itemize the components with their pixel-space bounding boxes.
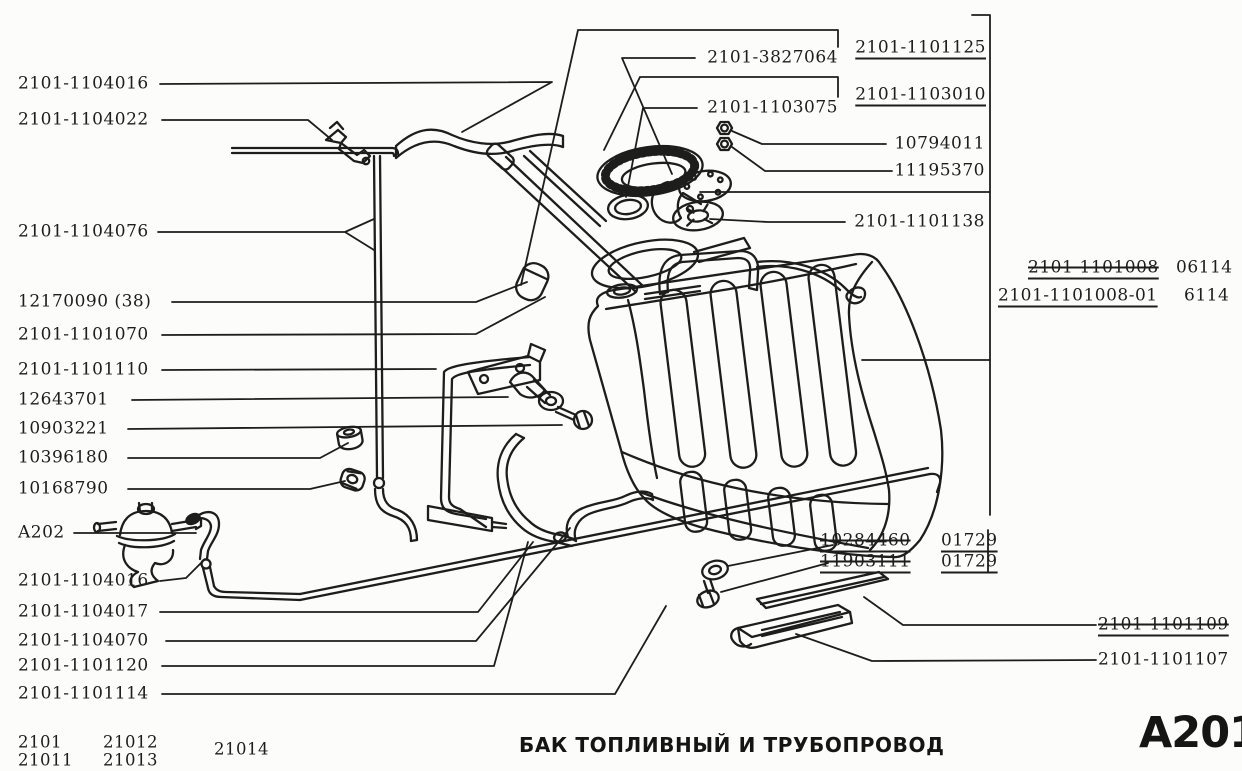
part-label: 2101-1101110 xyxy=(18,359,149,380)
grommet-drawing xyxy=(335,425,364,451)
support-strip-drawing xyxy=(755,570,890,610)
fuel-pump-drawing xyxy=(92,501,203,589)
hose-opening xyxy=(185,512,201,526)
part-label: 2101-1104016 xyxy=(18,73,149,94)
part-label: 2101-1101114 xyxy=(18,683,149,704)
filler-cap-drawing xyxy=(596,144,704,198)
sender-nuts-drawing xyxy=(715,120,734,152)
fuel-pickup-strainer xyxy=(514,261,550,302)
strap-bolt-drawing xyxy=(537,390,594,431)
strap-bracket-drawing xyxy=(466,342,547,396)
model-code: 21014 xyxy=(214,739,269,759)
vent-tube xyxy=(522,149,608,228)
hardware-number: 10284460 xyxy=(820,530,911,551)
part-label: 2101-1101107 xyxy=(1098,649,1229,670)
filler-neck-fitting xyxy=(485,142,515,171)
part-label: 10396180 xyxy=(18,447,109,468)
model-code: 21013 xyxy=(103,750,158,770)
catalog-number: 2101-1101008-01 xyxy=(998,285,1158,306)
vent-pipe-horizontal xyxy=(230,146,394,155)
part-label: 12170090 (38) xyxy=(18,291,152,312)
drawing-title: БАК ТОПЛИВНЫЙ И ТРУБОПРОВОД xyxy=(519,733,945,757)
catalog-code: 6114 xyxy=(1184,285,1230,306)
part-label: 12643701 xyxy=(18,389,109,410)
strap-clamp-drawing xyxy=(508,371,552,405)
part-label: 2101-1101120 xyxy=(18,655,149,676)
fuel-sender-drawing xyxy=(650,169,732,232)
cap-gasket-drawing xyxy=(606,193,650,221)
part-label: 2101-1104022 xyxy=(18,109,149,130)
part-label: 2101-1101070 xyxy=(18,324,149,345)
hardware-code: 01729 xyxy=(941,530,998,551)
part-label: 11195370 xyxy=(894,160,985,181)
sheet-code: A201 xyxy=(1139,708,1242,758)
part-label: 10794011 xyxy=(894,133,985,154)
lower-vent-hose xyxy=(373,487,419,543)
vent-pipe-vertical xyxy=(372,146,400,480)
model-code: 21011 xyxy=(18,750,73,770)
tank-strap-rear-drawing xyxy=(496,432,576,548)
leader-lines xyxy=(73,14,1097,695)
part-label: 2101-1103075 xyxy=(707,97,838,118)
bolt-drawing xyxy=(696,577,720,609)
part-label: 2101-3827064 xyxy=(707,47,838,68)
pipe-end-ball xyxy=(372,476,386,490)
part-label: 2101-1104076 xyxy=(18,221,149,242)
filler-vent-hose xyxy=(394,128,565,160)
part-label: 10168790 xyxy=(18,478,109,499)
part-label: 2101-1104017 xyxy=(18,601,149,622)
part-label: 2101-1104070 xyxy=(18,630,149,651)
fuel-pipe-drawing xyxy=(200,466,942,602)
part-label: 2101-1103010 xyxy=(855,84,986,105)
model-code: 2101 xyxy=(18,732,62,752)
hardware-number: 11903111 xyxy=(820,551,911,572)
part-label: 2101-1101138 xyxy=(854,211,985,232)
part-label: 2101-1101109 xyxy=(1098,614,1229,635)
fuel-tank-drawing xyxy=(587,249,944,559)
part-label: 2101-1104016 xyxy=(18,570,149,591)
part-label: 10903221 xyxy=(18,418,109,439)
vent-valve-drawing xyxy=(324,120,372,166)
part-label: A202 xyxy=(18,522,65,543)
support-channel-drawing xyxy=(730,603,854,649)
tank-strap-front-drawing xyxy=(426,355,532,533)
part-label: 2101-1101125 xyxy=(855,37,986,58)
catalog-code: 06114 xyxy=(1176,257,1233,278)
part-drawings xyxy=(92,120,944,649)
tank-outlet-hose-drawing xyxy=(565,490,655,543)
model-code: 21012 xyxy=(103,732,158,752)
filler-tube xyxy=(496,155,645,294)
grommet-drawing-2 xyxy=(339,467,366,492)
hardware-code: 01729 xyxy=(941,551,998,572)
washer-drawing xyxy=(701,559,729,581)
catalog-number-superseded: 2101-1101008 xyxy=(1028,257,1159,278)
